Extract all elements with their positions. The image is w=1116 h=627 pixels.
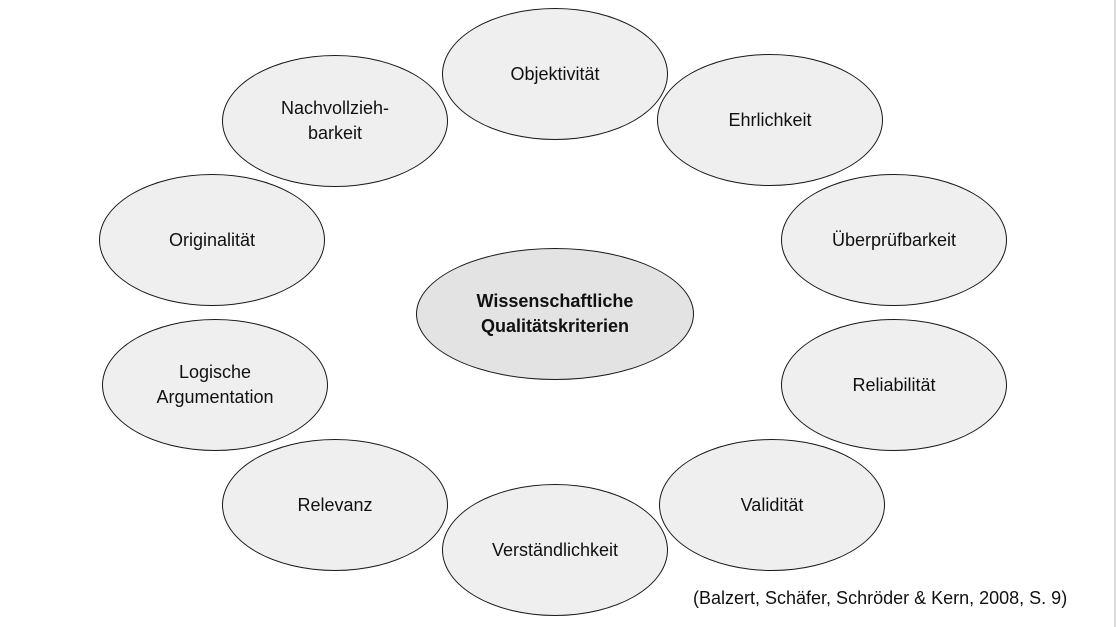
node-label: Validität (740, 494, 804, 515)
center-node-label: Wissenschaftliche Qualitätskriterien (476, 291, 634, 336)
citation: (Balzert, Schäfer, Schröder & Kern, 2008… (693, 588, 1068, 608)
node-label: Verständlichkeit (491, 539, 619, 560)
node-label: Nachvollzieh- barkeit (280, 98, 390, 143)
node-logische-argumentation: Logische Argumentation (102, 319, 328, 451)
node-label: Relevanz (297, 494, 373, 515)
node-validitaet: Validität (659, 439, 885, 571)
node-label: Reliabilität (852, 374, 936, 395)
node-nachvollziehbarkeit: Nachvollzieh- barkeit (222, 55, 448, 187)
node-ehrlichkeit: Ehrlichkeit (657, 54, 883, 186)
node-label: Originalität (168, 229, 256, 250)
node-label: Ehrlichkeit (728, 109, 812, 130)
center-node: Wissenschaftliche Qualitätskriterien (416, 248, 694, 380)
node-objektivitaet: Objektivität (442, 8, 668, 140)
node-ueberpruefbarkeit: Überprüfbarkeit (781, 174, 1007, 306)
node-originalitaet: Originalität (99, 174, 325, 306)
node-reliabilitaet: Reliabilität (781, 319, 1007, 451)
node-label: Überprüfbarkeit (831, 229, 957, 250)
node-verstaendlichkeit: Verständlichkeit (442, 484, 668, 616)
slide-right-edge (1114, 0, 1116, 627)
node-label: Objektivität (510, 63, 600, 84)
node-label: Logische Argumentation (156, 362, 274, 407)
node-relevanz: Relevanz (222, 439, 448, 571)
